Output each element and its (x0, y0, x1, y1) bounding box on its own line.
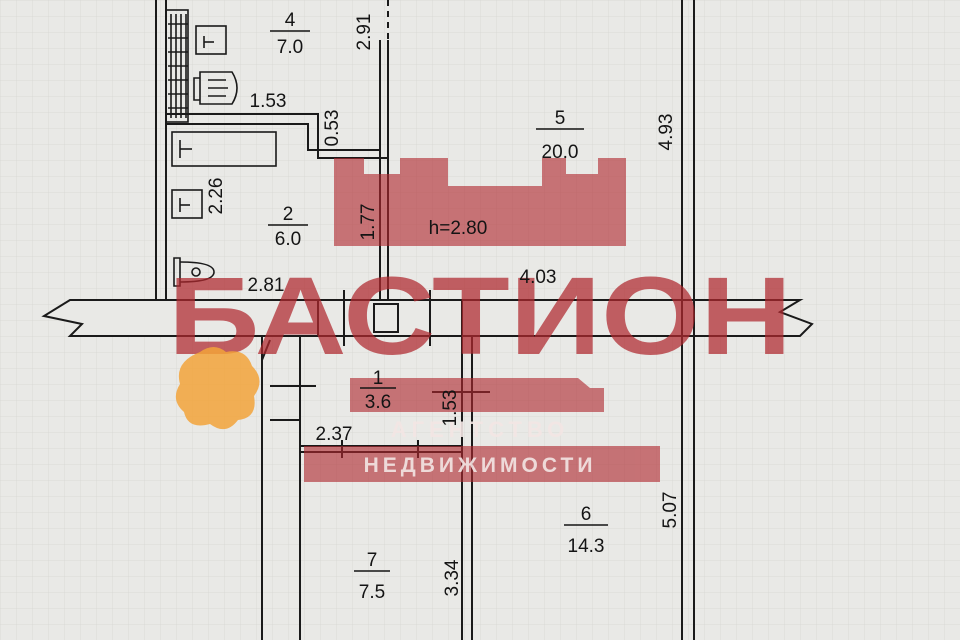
dimension-0-53: 0.53 (322, 110, 343, 147)
watermark-tower-icon (334, 158, 626, 246)
svg-text:7.0: 7.0 (277, 37, 303, 58)
dimension-3-34: 3.34 (442, 559, 463, 596)
watermark-line1: АГЕНТСТВО (391, 417, 570, 442)
dimension-1-53-top: 1.53 (250, 91, 287, 112)
dimension-5-07: 5.07 (660, 492, 681, 529)
svg-text:20.0: 20.0 (542, 142, 579, 163)
dimension-labels: 2.91 1.53 0.53 4.93 2.26 1.77 2.81 4.03 … (206, 14, 681, 597)
walls (41, 0, 814, 640)
agency-watermark: БАСТИОН (168, 158, 792, 482)
dimension-2-91: 2.91 (354, 14, 375, 51)
room-4-label: 4 7.0 (270, 10, 310, 58)
room-1-label: 1 3.6 (360, 368, 396, 413)
orange-blob (175, 347, 260, 430)
svg-text:3.6: 3.6 (365, 392, 391, 413)
column (373, 303, 399, 333)
bathtub-icon (171, 131, 277, 167)
radiator-icon (165, 9, 189, 123)
ceiling-height: h=2.80 (429, 218, 488, 239)
watermark-line2: НЕДВИЖИМОСТИ (364, 454, 597, 477)
room-labels: 4 7.0 5 20.0 2 6.0 1 3.6 6 14.3 7 7.5 (268, 10, 608, 603)
stove-icon (193, 71, 238, 105)
dimension-4-03: 4.03 (520, 267, 557, 288)
room-2-label: 2 6.0 (268, 204, 308, 250)
dimension-2-26: 2.26 (206, 178, 227, 215)
washbasin-icon (171, 189, 203, 219)
room-5-label: 5 20.0 (536, 108, 584, 163)
svg-text:14.3: 14.3 (568, 536, 605, 557)
fixtures (165, 9, 277, 287)
dimension-2-37: 2.37 (316, 424, 353, 445)
dimension-4-93: 4.93 (656, 114, 677, 151)
svg-text:2: 2 (283, 204, 294, 225)
toilet-icon (173, 257, 215, 287)
sink-icon (195, 25, 227, 55)
svg-text:7: 7 (367, 550, 378, 571)
svg-text:5: 5 (555, 108, 566, 129)
dimension-2-81: 2.81 (248, 275, 285, 296)
svg-text:4: 4 (285, 10, 296, 31)
svg-text:1: 1 (373, 368, 384, 389)
svg-text:7.5: 7.5 (359, 582, 385, 603)
dimension-1-77: 1.77 (358, 204, 379, 241)
watermark-brand-name: БАСТИОН (168, 255, 792, 378)
svg-text:6: 6 (581, 504, 592, 525)
dimension-1-53-bottom: 1.53 (440, 390, 461, 427)
room-7-label: 7 7.5 (354, 550, 390, 603)
room-6-label: 6 14.3 (564, 504, 608, 557)
watermark-caption-bars (304, 378, 660, 482)
svg-text:6.0: 6.0 (275, 229, 301, 250)
main-horizontal-wall (41, 299, 814, 337)
